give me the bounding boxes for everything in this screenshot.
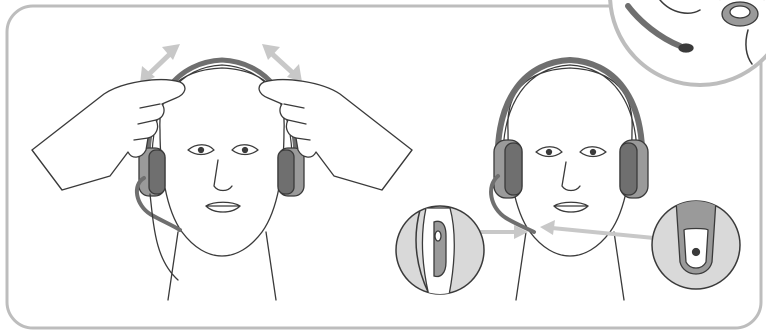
earcup-right-2	[620, 140, 648, 198]
earcup-right	[278, 148, 304, 196]
earcup-left	[139, 148, 165, 196]
earcup-left-2	[494, 140, 522, 198]
mic-detail-callout-right	[652, 200, 740, 289]
